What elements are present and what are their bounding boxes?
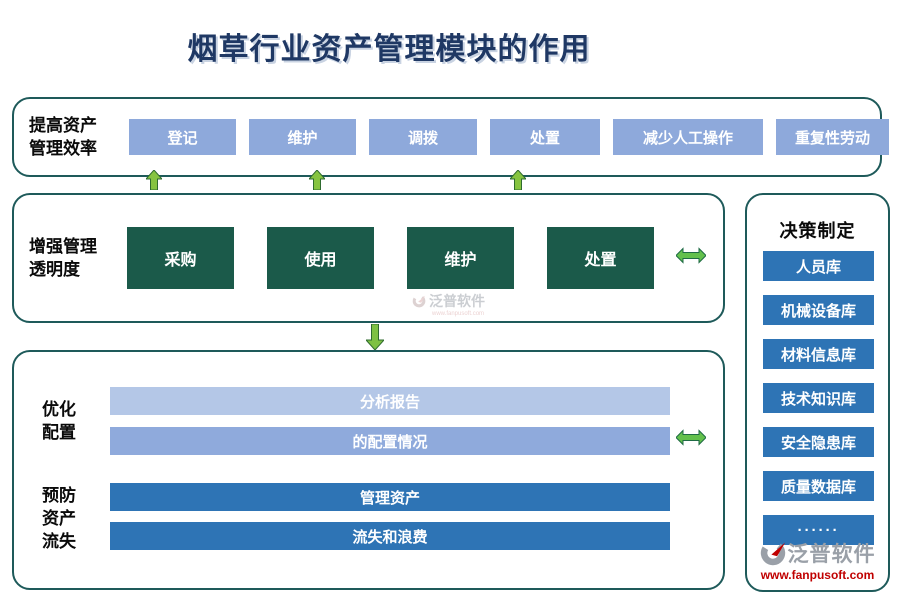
- fanpu-logo-icon: [412, 294, 426, 308]
- bar-allocation-status: 的配置情况: [110, 427, 670, 455]
- bar-analysis-report: 分析报告: [110, 387, 670, 415]
- label-line: 流失: [42, 532, 76, 551]
- brand-footer-row: 泛普软件: [760, 538, 876, 568]
- up-arrow-icon: [144, 169, 164, 191]
- efficiency-box-maintain: 维护: [249, 119, 356, 155]
- panel-decision: 决策制定 人员库 机械设备库 材料信息库 技术知识库 安全隐患库 质量数据库 ·…: [745, 193, 890, 592]
- label-line: 增强管理: [29, 237, 97, 256]
- transparency-boxes: 采购 使用 维护 处置: [127, 227, 654, 289]
- section-optimize-label: 优化 配置: [42, 398, 76, 444]
- brand-footer-name: 泛普软件: [787, 543, 876, 566]
- decision-item-safety-hazard: 安全隐患库: [763, 427, 874, 457]
- label-line: 优化: [42, 400, 76, 419]
- efficiency-boxes: 登记 维护 调拨 处置 减少人工操作 重复性劳动: [129, 119, 889, 155]
- bar-manage-assets: 管理资产: [110, 483, 670, 511]
- efficiency-box-reduce-manual: 减少人工操作: [613, 119, 763, 155]
- section-transparency: 增强管理 透明度 采购 使用 维护 处置 泛普软件 www.fanpusoft.…: [12, 193, 725, 323]
- down-arrow-icon: [364, 323, 386, 351]
- up-arrow-icon: [508, 169, 528, 191]
- efficiency-box-dispose: 处置: [490, 119, 600, 155]
- up-arrow-icon: [307, 169, 327, 191]
- label-line: 管理效率: [29, 139, 97, 158]
- section-prevention-label: 预防 资产 流失: [42, 484, 76, 553]
- watermark: 泛普软件 www.fanpusoft.com: [412, 291, 485, 317]
- label-line: 配置: [42, 423, 76, 442]
- decision-item-more: ······: [763, 515, 874, 545]
- decision-item-machinery: 机械设备库: [763, 295, 874, 325]
- efficiency-box-register: 登记: [129, 119, 236, 155]
- brand-footer: 泛普软件 www.fanpusoft.com: [747, 538, 888, 582]
- label-line: 资产: [42, 509, 76, 528]
- decision-header: 决策制定: [779, 221, 856, 241]
- efficiency-box-transfer: 调拨: [369, 119, 477, 155]
- transparency-box-use: 使用: [267, 227, 374, 289]
- fanpu-logo-icon: [760, 540, 785, 566]
- double-arrow-icon: [675, 429, 707, 446]
- page-title: 烟草行业资产管理模块的作用: [187, 33, 591, 66]
- double-arrow-icon: [675, 247, 707, 264]
- label-line: 预防: [42, 486, 76, 505]
- watermark-brand: 泛普软件: [429, 293, 485, 309]
- section-efficiency: 提高资产 管理效率 登记 维护 调拨 处置 减少人工操作 重复性劳动: [12, 97, 889, 177]
- label-line: 透明度: [29, 260, 80, 279]
- decision-item-quality-data: 质量数据库: [763, 471, 874, 501]
- transparency-box-dispose: 处置: [547, 227, 654, 289]
- watermark-row: 泛普软件: [412, 291, 485, 311]
- decision-item-personnel: 人员库: [763, 251, 874, 281]
- section-efficiency-label: 提高资产 管理效率: [14, 114, 119, 160]
- section-transparency-label: 增强管理 透明度: [14, 235, 117, 281]
- transparency-box-maintain: 维护: [407, 227, 514, 289]
- decision-item-materials: 材料信息库: [763, 339, 874, 369]
- transparency-box-procurement: 采购: [127, 227, 234, 289]
- bar-loss-and-waste: 流失和浪费: [110, 522, 670, 550]
- decision-item-tech-knowledge: 技术知识库: [763, 383, 874, 413]
- label-line: 提高资产: [29, 116, 97, 135]
- brand-footer-url: www.fanpusoft.com: [760, 568, 875, 582]
- efficiency-box-repetitive-labor: 重复性劳动: [776, 119, 889, 155]
- section-optimize-prevent: 优化 配置 预防 资产 流失 分析报告 的配置情况 管理资产 流失和浪费: [12, 350, 725, 590]
- watermark-url: www.fanpusoft.com: [432, 311, 485, 317]
